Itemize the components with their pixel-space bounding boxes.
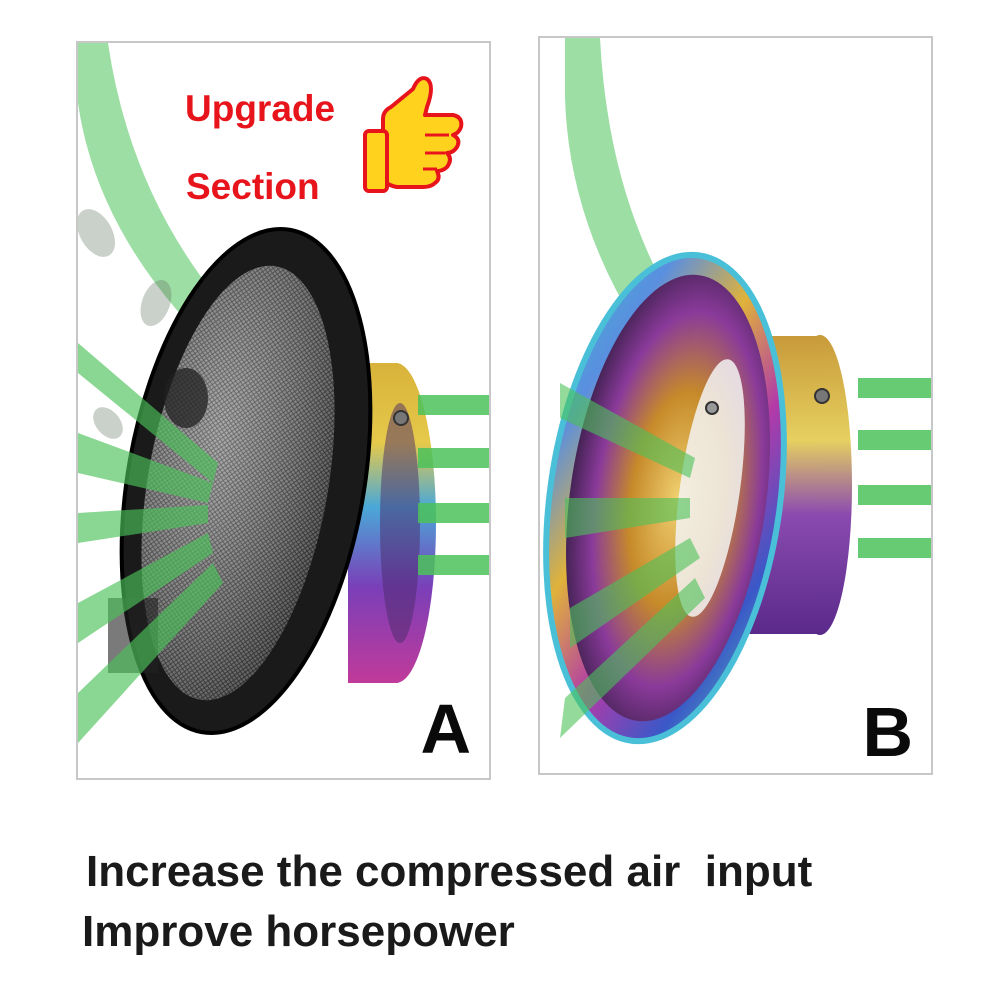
intake-tube: [348, 363, 436, 683]
panel-b-illustration: [543, 38, 931, 745]
caption-line-2: Improve horsepower: [82, 907, 515, 956]
caption-line-1: Increase the compressed air input: [86, 847, 813, 896]
panel-a: Upgrade Section A: [76, 41, 491, 780]
airflow-arc: [565, 38, 720, 398]
panel-a-illustration: [78, 43, 489, 743]
thumbs-up-icon: [363, 76, 464, 193]
section-label: Section: [186, 166, 320, 207]
upgrade-label: Upgrade: [185, 88, 336, 129]
outflow-bars: [858, 378, 931, 558]
panel-a-letter: A: [420, 690, 471, 768]
outflow-bars: [418, 395, 489, 575]
panel-b-letter: B: [862, 693, 913, 771]
airflow-rays: [78, 343, 223, 743]
leaf-icon: [78, 209, 172, 439]
panel-b: B: [538, 36, 933, 775]
airflow-rays: [560, 383, 705, 738]
